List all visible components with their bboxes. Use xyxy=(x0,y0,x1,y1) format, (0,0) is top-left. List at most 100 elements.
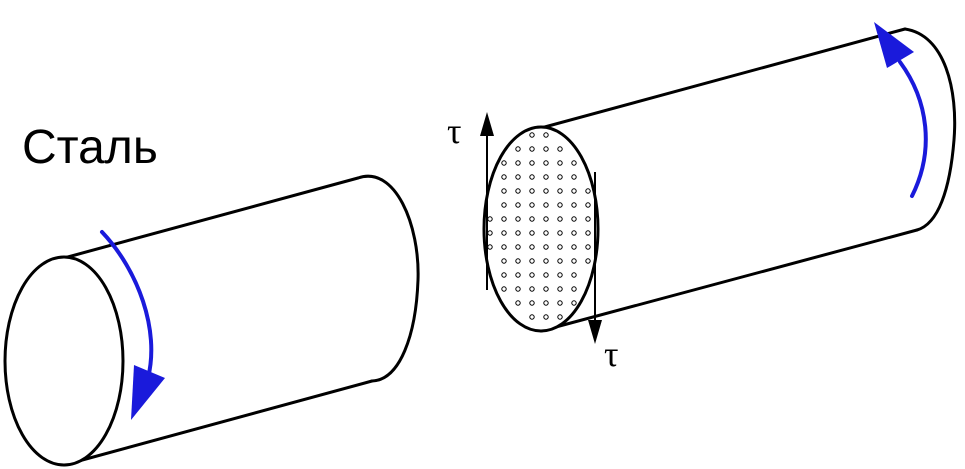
section-dot xyxy=(515,202,521,208)
material-label: Сталь xyxy=(22,121,158,174)
section-dot xyxy=(557,300,563,306)
left-cylinder-front-face xyxy=(3,255,125,467)
left-cylinder-top-edge xyxy=(62,176,360,260)
section-dot xyxy=(571,272,577,278)
section-dot xyxy=(543,272,549,278)
right-cylinder xyxy=(482,22,957,333)
section-dot xyxy=(529,188,535,194)
section-dot xyxy=(515,146,521,152)
left-cylinder-back-cap xyxy=(356,174,420,383)
section-dot xyxy=(515,258,521,264)
section-dot xyxy=(557,174,563,180)
section-dot xyxy=(501,216,507,222)
section-dot xyxy=(543,244,549,250)
section-dot xyxy=(515,188,521,194)
section-dot xyxy=(571,230,577,236)
section-dot xyxy=(529,314,535,320)
section-dot xyxy=(585,202,591,208)
section-dot xyxy=(487,244,493,250)
section-dot xyxy=(501,244,507,250)
section-dot xyxy=(529,202,535,208)
section-dot xyxy=(571,188,577,194)
section-dot xyxy=(543,216,549,222)
section-dot xyxy=(501,286,507,292)
section-dot xyxy=(543,202,549,208)
section-dot xyxy=(557,160,563,166)
section-dot xyxy=(543,300,549,306)
section-dot xyxy=(501,272,507,278)
section-dot xyxy=(529,272,535,278)
section-dot xyxy=(557,258,563,264)
section-dot xyxy=(515,300,521,306)
section-dot xyxy=(571,258,577,264)
section-dot xyxy=(557,314,563,320)
right-cylinder-back-cap xyxy=(903,27,957,232)
section-dot xyxy=(501,230,507,236)
section-dot xyxy=(529,244,535,250)
section-dot xyxy=(501,258,507,264)
section-dot xyxy=(543,314,549,320)
straight-arrow-icon xyxy=(480,112,494,136)
right-rotation-arrow xyxy=(874,22,928,198)
section-dot xyxy=(515,174,521,180)
stress-label-top: τ xyxy=(447,111,461,151)
section-dot xyxy=(557,286,563,292)
section-dot xyxy=(487,230,493,236)
section-dot xyxy=(529,132,535,138)
section-dot xyxy=(571,174,577,180)
section-dot xyxy=(543,258,549,264)
section-dot xyxy=(571,160,577,166)
section-dot xyxy=(557,230,563,236)
section-dot xyxy=(557,202,563,208)
left-rotation-arrow xyxy=(100,230,165,420)
section-dot xyxy=(585,216,591,222)
section-dot xyxy=(571,216,577,222)
section-dot xyxy=(571,300,577,306)
section-dot xyxy=(529,160,535,166)
section-dot xyxy=(529,216,535,222)
section-dot xyxy=(529,146,535,152)
section-dot xyxy=(501,202,507,208)
right-cylinder-cut-face xyxy=(482,125,600,333)
section-dot xyxy=(585,244,591,250)
section-dot xyxy=(515,286,521,292)
section-dot xyxy=(515,230,521,236)
section-dot xyxy=(543,132,549,138)
section-dot xyxy=(557,188,563,194)
section-dot xyxy=(543,286,549,292)
section-dot xyxy=(585,188,591,194)
section-dot xyxy=(585,230,591,236)
left-cylinder xyxy=(3,174,420,467)
section-dot xyxy=(557,216,563,222)
section-dot xyxy=(515,244,521,250)
section-dot xyxy=(515,160,521,166)
curved-arrow-icon xyxy=(874,22,914,68)
section-dot xyxy=(571,244,577,250)
right-cylinder-bottom-edge xyxy=(539,228,919,333)
section-dot xyxy=(557,146,563,152)
section-dot xyxy=(543,230,549,236)
section-dot xyxy=(487,216,493,222)
section-dot xyxy=(585,258,591,264)
section-dot xyxy=(529,286,535,292)
section-dot xyxy=(557,244,563,250)
shear-stress-top: τ xyxy=(447,111,494,290)
section-dot xyxy=(501,174,507,180)
section-dot xyxy=(515,272,521,278)
section-dot xyxy=(529,300,535,306)
curved-arrow-icon xyxy=(131,365,165,420)
section-dot xyxy=(557,272,563,278)
section-dot xyxy=(543,188,549,194)
right-cylinder-top-edge xyxy=(539,27,907,130)
section-dot xyxy=(529,258,535,264)
section-dot xyxy=(571,286,577,292)
section-dot xyxy=(543,160,549,166)
section-dot xyxy=(529,174,535,180)
section-dot xyxy=(543,146,549,152)
left-cylinder-bottom-edge xyxy=(62,379,374,467)
section-dot xyxy=(529,230,535,236)
section-dot xyxy=(501,188,507,194)
shear-stress-bottom: τ xyxy=(588,172,618,374)
section-dot xyxy=(571,202,577,208)
